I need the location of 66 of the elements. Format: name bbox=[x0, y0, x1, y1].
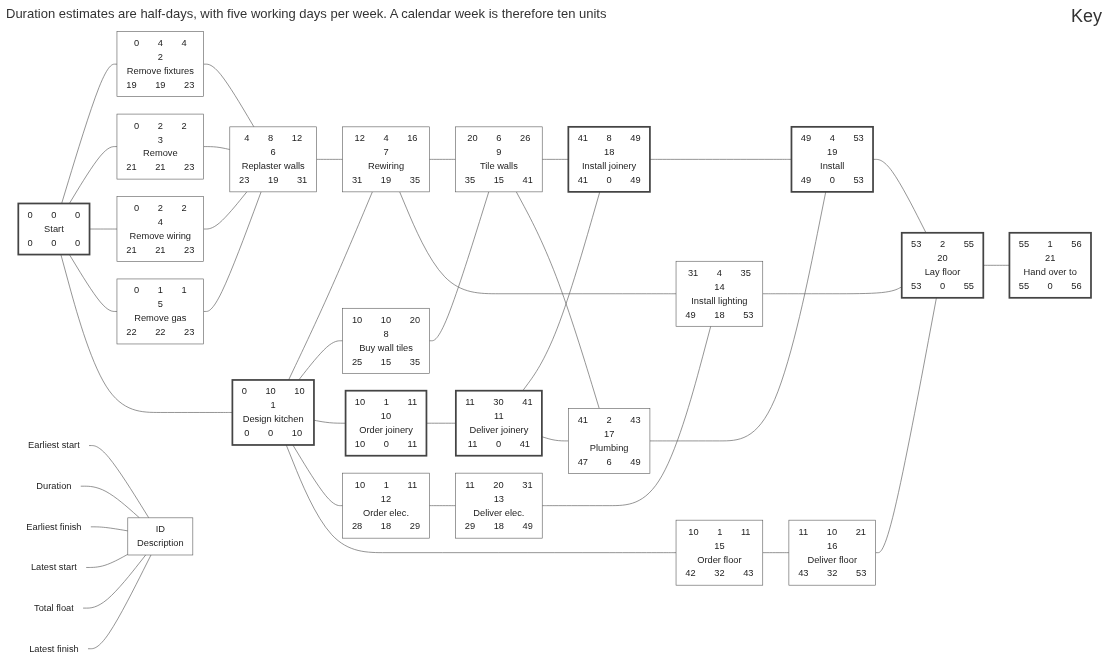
connector bbox=[649, 159, 792, 160]
connector bbox=[82, 554, 147, 609]
connector bbox=[88, 445, 150, 519]
connector bbox=[203, 191, 262, 312]
node-box bbox=[342, 472, 430, 539]
node-box bbox=[788, 519, 876, 586]
connector bbox=[522, 191, 601, 392]
node-text: Earliest finish bbox=[26, 521, 82, 532]
connector bbox=[85, 553, 129, 568]
connector bbox=[399, 191, 677, 295]
connector bbox=[429, 159, 456, 160]
node-box bbox=[342, 126, 430, 193]
node-box bbox=[17, 202, 91, 256]
node-box bbox=[116, 31, 204, 97]
node-text: Total float bbox=[34, 602, 74, 613]
connector bbox=[61, 63, 118, 204]
node-box bbox=[675, 260, 764, 327]
connector bbox=[649, 191, 827, 442]
node-box bbox=[229, 126, 317, 193]
node-box bbox=[344, 389, 428, 457]
connector bbox=[298, 340, 343, 381]
connector bbox=[429, 191, 490, 342]
node-box bbox=[116, 113, 204, 180]
connector bbox=[762, 552, 790, 553]
node-box bbox=[900, 231, 985, 299]
connector bbox=[203, 146, 231, 150]
connector bbox=[288, 191, 373, 381]
node-text: Latest finish bbox=[29, 643, 79, 654]
connector bbox=[292, 444, 343, 506]
connector bbox=[429, 505, 456, 506]
node-box bbox=[568, 408, 651, 474]
connector bbox=[90, 526, 129, 532]
connector bbox=[515, 191, 600, 409]
connector bbox=[875, 297, 937, 553]
node-box bbox=[127, 517, 194, 556]
note-text: Duration estimates are half-days, with five working days per week. A calendar week is therefore ten units bbox=[6, 6, 607, 23]
node-box bbox=[231, 379, 315, 446]
connector bbox=[541, 325, 712, 506]
node-box bbox=[455, 126, 543, 193]
node-box bbox=[567, 125, 651, 193]
node-text: Earliest start bbox=[28, 440, 80, 451]
connector bbox=[69, 254, 118, 312]
node-box bbox=[116, 196, 204, 262]
connector bbox=[285, 444, 677, 553]
node-box bbox=[675, 519, 764, 586]
node-box bbox=[116, 278, 204, 345]
key-heading: Key bbox=[1070, 6, 1102, 27]
node-box bbox=[342, 307, 430, 374]
connector bbox=[203, 191, 248, 230]
node-box bbox=[455, 472, 543, 539]
connector bbox=[316, 159, 343, 160]
node-box bbox=[790, 125, 874, 193]
connector bbox=[69, 146, 118, 204]
connector bbox=[60, 254, 233, 413]
connector bbox=[80, 485, 140, 519]
connector bbox=[541, 436, 569, 442]
node-text: Latest start bbox=[30, 562, 77, 573]
node-box bbox=[455, 389, 543, 457]
connector bbox=[203, 63, 255, 128]
connector bbox=[87, 554, 152, 650]
connector bbox=[541, 159, 569, 160]
node-text: Duration bbox=[36, 480, 72, 491]
connector bbox=[89, 228, 118, 230]
node-box bbox=[1008, 231, 1092, 299]
connector bbox=[313, 419, 346, 424]
network-diagram: 0 0 0 Start 0 0 0 0 10 10 1 Design kitchen 0 0 10 0 4 4 2 Remove fixtures 19 19 23 0 2 2 3 Remove 21 21 23 0 2 2 4 Remove wiring 21 21 23 0 1 1 5 Remove gas 22 22 23 4 8 12 6 Replaster walls 23 19 31 12 4 16 7 Rewiring 31 19 35 10 10 20 8 Buy wall tiles 25 15 35 20 6 26 9 Tile walls 35 15 41 10 1 11 10 Order joinery 10 0 11 11 30 41 11 Deliver joinery 11 0 41 10 1 11 12 Order elec. 28 18 29 11 20 31 13 Deliver elec. 29 18 49 31 4 35 14 Install lighting 49 18 53 10 1 11 15 Order floor 42 32 43 11 10 21 16 Deliver floor 43 32 53 41 2 43 17 Plumbing 47 6 49 41 8 49 18 Install joinery 41 0 49 49 4 53 19 Install 49 0 53 53 2 55 20 Lay floor 53 0 55 55 1 56 21 Hand over to 55 0 56 ID Description Earliest start Duration Earliest finish Latest start Total float Latest finish bbox=[6, 27, 1102, 665]
